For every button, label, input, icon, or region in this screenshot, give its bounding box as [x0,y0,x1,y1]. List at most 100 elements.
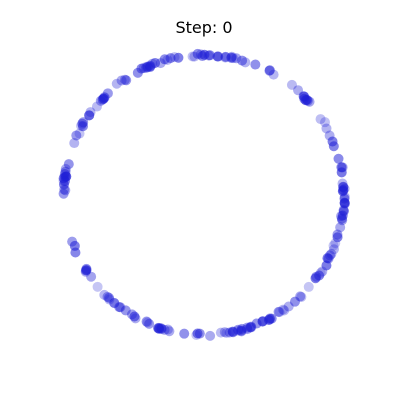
scatter-point [76,120,87,131]
scatter-point [328,244,339,255]
scatter-point [203,50,214,61]
scatter-point [250,59,261,70]
scatter-point [102,88,113,99]
scatter-point [228,53,239,64]
scatter-point [283,301,294,312]
scatter-point [104,294,115,305]
scatter-point [226,51,237,62]
scatter-point [319,117,330,128]
scatter-point [332,232,343,243]
scatter-point [212,51,223,62]
scatter-point [115,302,126,313]
scatter-point [213,51,224,62]
scatter-point [111,78,122,89]
scatter-point [233,324,244,335]
scatter-point [59,184,70,195]
scatter-point [71,130,82,141]
scatter-point [99,289,110,300]
scatter-point [314,270,325,281]
scatter-point [132,67,143,78]
scatter-point [142,61,153,72]
scatter-point [162,54,173,65]
scatter-point [97,94,108,105]
scatter-point [179,328,190,339]
scatter-point [81,265,92,276]
scatter-point [109,298,120,309]
scatter-point [226,52,237,63]
scatter-point [173,52,184,63]
scatter-point [84,110,95,121]
scatter-point [264,65,275,76]
scatter-point [289,296,300,307]
scatter-point [192,48,203,59]
scatter-point [162,324,173,335]
scatter-point [264,313,275,324]
scatter-point [92,281,103,292]
scatter-point [296,291,307,302]
scatter-point [251,318,262,329]
scatter-point [333,153,344,164]
scatter-point [129,311,140,322]
scatter-point [274,307,285,318]
scatter-point [337,186,348,197]
scatter-point [74,128,85,139]
scatter-point [295,291,306,302]
scatter-point [237,55,248,66]
scatter-point [63,159,74,170]
scatter-point [321,123,332,134]
scatter-point [121,75,132,86]
scatter-point [141,316,152,327]
scatter-point [69,138,80,149]
scatter-point [220,52,231,63]
scatter-point [322,253,333,264]
scatter-point [99,92,110,103]
scatter-point [264,65,275,76]
scatter-point [339,198,350,209]
scatter-point [141,61,152,72]
scatter-point [119,74,130,85]
scatter-point [336,162,347,173]
scatter-point [338,181,349,192]
scatter-point [58,188,69,199]
scatter-point [337,162,348,173]
scatter-point [164,326,175,337]
scatter-point [242,324,253,335]
scatter-point [327,136,338,147]
scatter-point [77,121,88,132]
scatter-point [336,167,347,178]
scatter-point [227,326,238,337]
scatter-point [215,327,226,338]
scatter-point [114,302,125,313]
scatter-point [299,91,310,102]
scatter-point [116,75,127,86]
scatter-point [154,323,165,334]
scatter-point [144,60,155,71]
scatter-point [78,117,89,128]
scatter-point [219,327,230,338]
scatter-point [236,325,247,336]
scatter-point [98,93,109,104]
scatter-point [245,322,256,333]
scatter-point [120,305,131,316]
scatter-point [233,325,244,336]
scatter-point [337,178,348,189]
scatter-point [165,53,176,64]
scatter-point [58,173,69,184]
scatter-point [192,328,203,339]
chart-title: Step: 0 [175,18,232,37]
scatter-point [86,271,97,282]
scatter-point [324,130,335,141]
scatter-point [144,318,155,329]
scatter-point [84,110,95,121]
scatter-point [77,118,88,129]
scatter-point [315,114,326,125]
scatter-point [335,222,346,233]
scatter-point [91,101,102,112]
scatter-point [278,304,289,315]
scatter-point [70,247,81,258]
scatter-point [80,265,91,276]
scatter-point [102,291,113,302]
scatter-point [279,305,290,316]
scatter-point [109,297,120,308]
